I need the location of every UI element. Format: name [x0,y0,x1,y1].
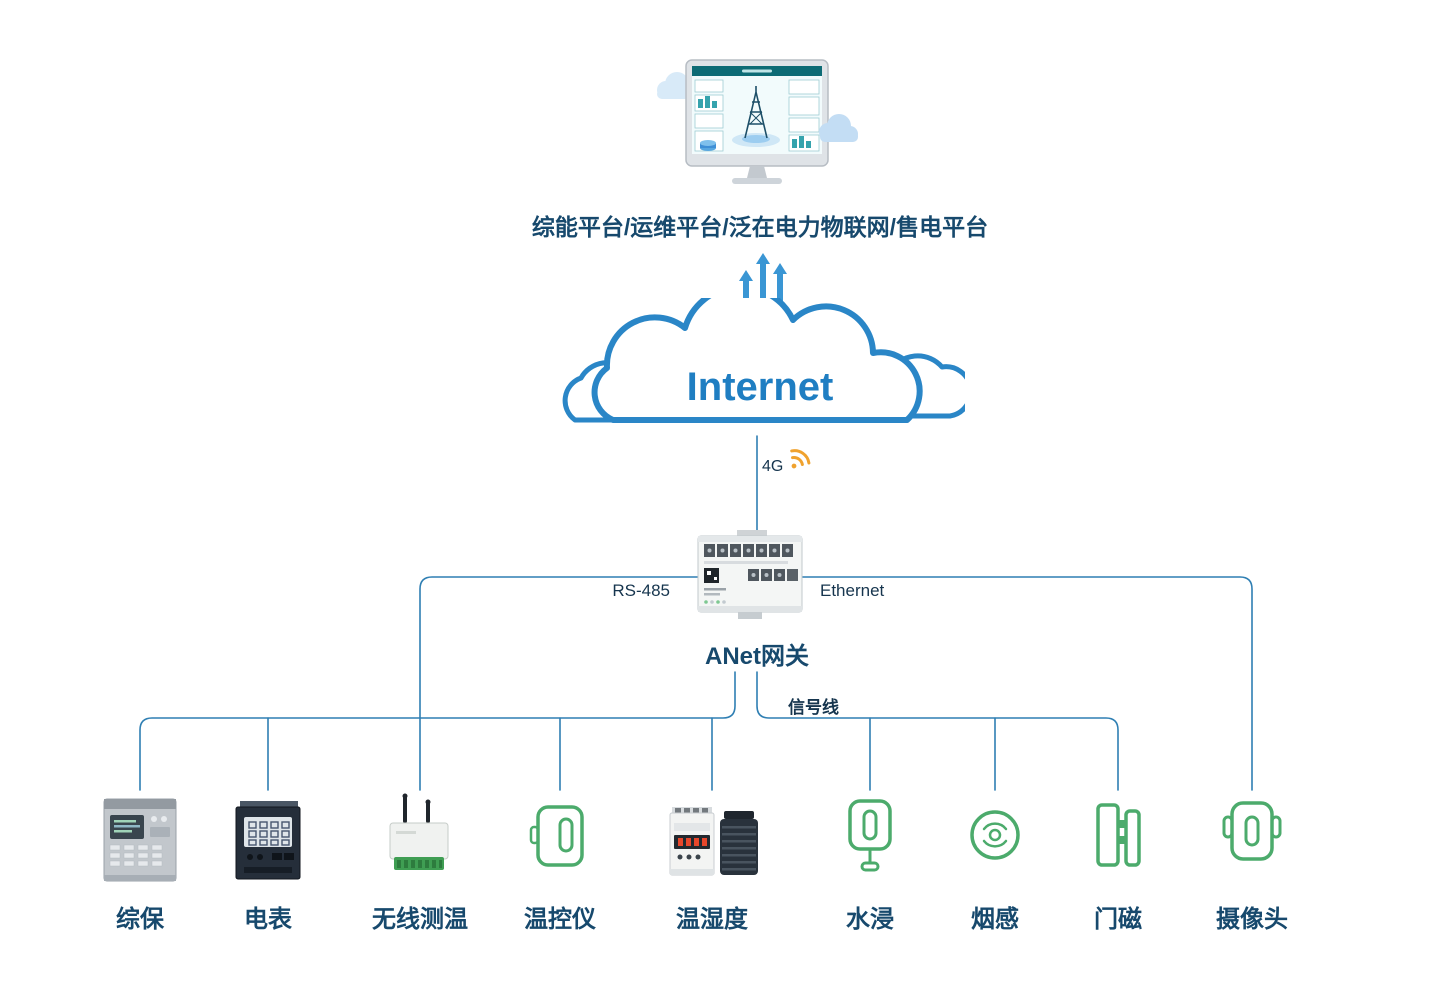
device-label: 电表 [244,906,292,933]
device-label: 烟感 [971,906,1019,933]
cloud-outline [591,298,923,423]
left-bus-line [139,671,736,791]
smoke-detector-icon [970,810,1020,860]
platform-label: 综能平台/运维平台/泛在电力物联网/售电平台 [531,214,989,240]
temp-controller-icon [529,805,584,867]
power-meter-icon [235,801,301,880]
temp-humidity-icon [669,807,758,876]
internet-label: Internet [687,365,834,409]
signal-line-label: 信号线 [788,698,839,717]
ethernet-line [801,576,1253,791]
wireless-temp-icon [389,793,449,870]
rs485-line [419,576,699,719]
device-label: 水浸 [846,906,894,933]
device-wireless-temp: 无线测温 [340,793,500,934]
device-temp-controller: 温控仪 [480,793,640,934]
uplink-4g-label: 4G [762,458,784,475]
device-water-leak: 水浸 [790,793,950,934]
platform-monitor [657,59,858,184]
water-leak-icon [848,799,892,872]
device-label: 综保 [116,906,164,933]
gateway-label: ANet网关 [704,643,809,670]
camera-icon [1222,801,1282,861]
internet-cloud: Internet [562,298,965,423]
device-temp-humidity: 温湿度 [632,793,792,934]
device-label: 温湿度 [676,906,748,933]
device-power-meter: 电表 [188,793,348,934]
power-tower-icon [744,86,768,139]
device-label: 门磁 [1094,906,1142,933]
monitor-icon [685,59,829,184]
device-smoke-detector: 烟感 [915,793,1075,934]
coins-icon [700,140,716,151]
protection-relay-icon [103,798,177,882]
signal-bus-line [756,671,1119,791]
gateway-device-icon [697,530,803,619]
device-door-magnet: 门磁 [1038,793,1198,934]
device-label: 无线测温 [372,906,468,933]
device-label: 摄像头 [1216,906,1288,933]
device-label: 温控仪 [524,906,596,933]
rs485-label: RS-485 [612,581,670,600]
device-camera: 摄像头 [1172,793,1332,934]
device-protection-relay: 综保 [60,793,220,934]
decor-cloud-right-icon [819,114,858,142]
door-magnet-icon [1096,803,1141,867]
wifi-4g-icon [790,449,811,469]
ethernet-label: Ethernet [820,581,885,600]
